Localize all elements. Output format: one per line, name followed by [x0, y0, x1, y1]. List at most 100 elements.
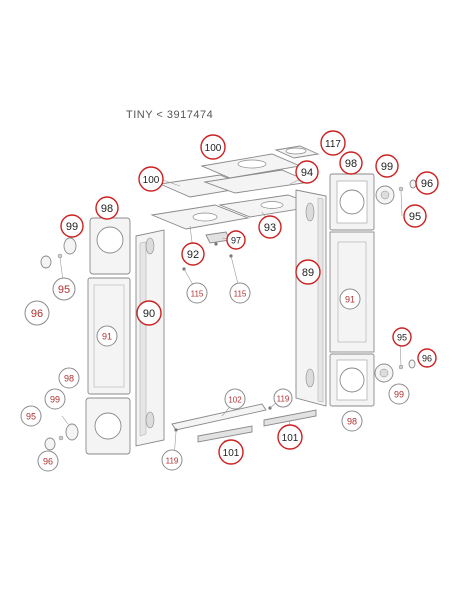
callout-ring — [295, 259, 321, 285]
rail-101-right — [263, 409, 317, 427]
callout-ring — [52, 277, 76, 301]
callout-label: 99 — [50, 395, 60, 405]
callout-ring — [229, 282, 251, 304]
callout-115: 115 — [186, 282, 208, 304]
callout-ring — [58, 367, 80, 389]
callout-label: 98 — [347, 417, 357, 427]
callout-label: 91 — [345, 295, 355, 305]
fitting-96-right-top — [409, 179, 417, 189]
callout-119: 119 — [161, 449, 183, 471]
callout-label: 96 — [43, 457, 53, 467]
callout-ring — [258, 215, 282, 239]
callout-100: 100 — [200, 134, 226, 160]
callout-ring — [273, 388, 293, 408]
top-plates — [150, 145, 320, 244]
callout-96: 96 — [415, 171, 439, 195]
callout-label: 99 — [394, 390, 404, 400]
fitting-96-left-top — [40, 255, 52, 269]
callout-98: 98 — [339, 151, 363, 175]
callout-95: 95 — [392, 327, 412, 347]
callout-label: 96 — [422, 354, 432, 364]
callout-label: 94 — [301, 167, 313, 179]
bottom-rails — [171, 403, 317, 443]
left-fittings — [40, 237, 79, 451]
callout-98: 98 — [58, 367, 80, 389]
callout-label: 89 — [302, 267, 314, 279]
left-front-panel — [85, 217, 131, 455]
callout-ring — [60, 214, 84, 238]
callout-ring — [403, 204, 427, 228]
callout-label: 95 — [409, 211, 421, 223]
callout-label: 98 — [345, 158, 357, 170]
callout-99: 99 — [375, 154, 399, 178]
callout-92: 92 — [181, 242, 205, 266]
callout-ring — [24, 300, 50, 326]
callout-label: 95 — [26, 412, 36, 422]
callout-label: 93 — [264, 222, 276, 234]
callout-label: 95 — [58, 284, 70, 296]
fitting-99-left-bottom — [65, 423, 79, 441]
callout-label: 91 — [102, 332, 112, 342]
right-fittings — [374, 179, 417, 383]
rail-101-left — [197, 425, 253, 443]
callout-label: 115 — [234, 290, 247, 299]
callout-119: 119 — [273, 388, 293, 408]
fitting-96-right-bottom — [408, 359, 416, 369]
callout-99: 99 — [388, 383, 410, 405]
callouts: 100 100 117 98 99 96 94 95 93 97 92 98 99 95 96 90 115 11… — [20, 130, 439, 472]
callout-label: 102 — [228, 396, 242, 405]
callout-label: 101 — [282, 433, 299, 444]
callout-ring — [218, 439, 244, 465]
callout-label: 92 — [187, 249, 199, 261]
callout-97: 97 — [226, 230, 246, 250]
callout-label: 95 — [397, 333, 407, 343]
callout-100: 100 — [138, 166, 164, 192]
callout-96: 96 — [24, 300, 50, 326]
callout-ring — [375, 154, 399, 178]
callout-ring — [277, 424, 303, 450]
fitting-99-left-top — [63, 237, 77, 255]
callout-101: 101 — [277, 424, 303, 450]
callout-ring — [392, 327, 412, 347]
callout-label: 119 — [277, 395, 290, 404]
callout-98: 98 — [95, 196, 119, 220]
callout-label: 96 — [421, 178, 433, 190]
left-side-panel-90 — [135, 229, 165, 447]
callout-label: 100 — [143, 175, 160, 186]
screws — [174, 242, 272, 432]
callout-91: 91 — [339, 288, 361, 310]
callout-96: 96 — [37, 450, 59, 472]
callout-label: 119 — [166, 457, 179, 466]
callout-ring — [226, 230, 246, 250]
callout-ring — [37, 450, 59, 472]
callout-ring — [295, 160, 319, 184]
callout-ring — [181, 242, 205, 266]
callout-89: 89 — [295, 259, 321, 285]
callout-label: 101 — [223, 448, 240, 459]
callout-99: 99 — [60, 214, 84, 238]
callout-ring — [388, 383, 410, 405]
callout-label: 96 — [31, 308, 43, 320]
callout-94: 94 — [295, 160, 319, 184]
callout-ring — [20, 405, 42, 427]
callout-label: 97 — [231, 236, 241, 246]
callout-98: 98 — [341, 410, 363, 432]
callout-ring — [44, 388, 66, 410]
callout-95: 95 — [403, 204, 427, 228]
callout-ring — [224, 388, 246, 410]
callout-117: 117 — [320, 130, 346, 156]
callout-96: 96 — [417, 348, 437, 368]
callout-label: 100 — [205, 143, 222, 154]
rail-102 — [171, 403, 267, 431]
callout-93: 93 — [258, 215, 282, 239]
callout-label: 98 — [101, 203, 113, 215]
right-side-panel-89 — [295, 189, 327, 407]
fitting-96-left-bottom — [44, 437, 56, 451]
callout-ring — [186, 282, 208, 304]
callout-115: 115 — [229, 282, 251, 304]
callout-ring — [200, 134, 226, 160]
callout-label: 117 — [325, 139, 341, 150]
callout-90: 90 — [136, 300, 162, 326]
callout-ring — [161, 449, 183, 471]
